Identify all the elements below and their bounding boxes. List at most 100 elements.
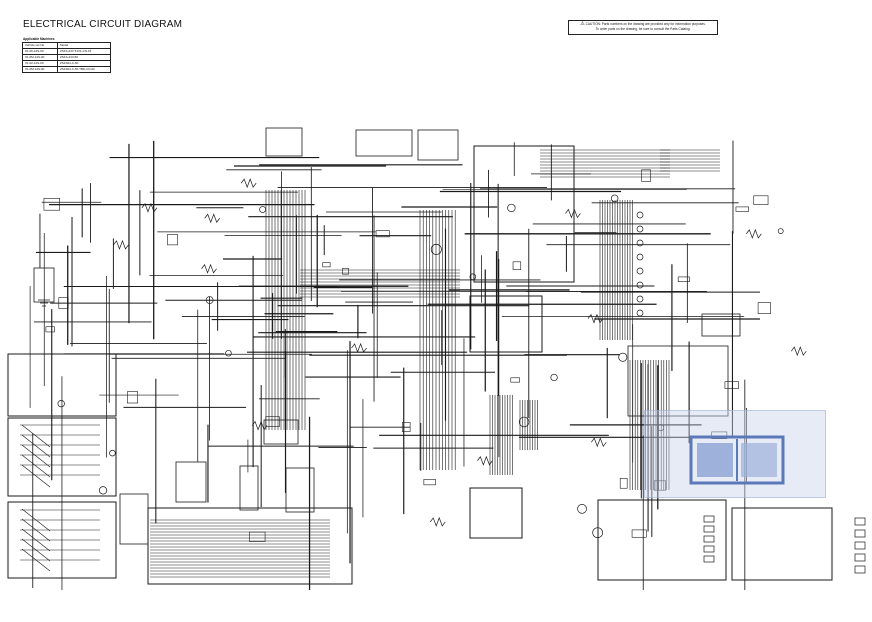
component-box — [423, 479, 436, 486]
component-box — [7, 417, 117, 497]
component-box — [375, 230, 390, 238]
component-box — [757, 302, 771, 314]
component-coil — [469, 273, 477, 281]
component-box — [265, 127, 303, 157]
component-coil — [592, 527, 604, 539]
component-connector — [703, 555, 715, 563]
component-resistor — [351, 342, 367, 353]
component-box — [641, 169, 651, 182]
component-coil — [507, 203, 516, 213]
component-resistor — [240, 178, 257, 189]
component-connector — [854, 517, 866, 526]
component-coil — [259, 206, 267, 213]
component-connector — [703, 545, 715, 553]
component-resistor — [204, 213, 221, 224]
caution-line-1: CAUTION: Parts numbers on the drawing ar… — [585, 22, 706, 26]
component-box — [701, 313, 741, 337]
component-box — [677, 276, 690, 283]
warning-triangle-icon: ⚠ — [580, 21, 585, 27]
component-resistor — [587, 313, 604, 324]
component-box — [731, 507, 833, 581]
component-coil — [225, 349, 232, 357]
component-box — [342, 268, 349, 275]
component-box — [711, 431, 728, 440]
component-box — [7, 501, 117, 579]
component-resistor — [113, 239, 129, 250]
component-box — [619, 478, 628, 489]
component-resistor — [429, 516, 446, 527]
wire — [21, 424, 51, 448]
component-coil — [777, 228, 784, 234]
component-connector — [703, 535, 715, 543]
component-coil — [57, 400, 65, 408]
wire — [21, 434, 51, 458]
component-box — [322, 262, 331, 268]
component-connector — [854, 553, 866, 562]
wire — [21, 528, 51, 552]
component-coil — [550, 373, 558, 382]
caution-line-2: To order parts on the drawing, be sure t… — [595, 26, 691, 31]
component-lamp — [636, 253, 644, 261]
applicable-models-table: Vehicle set No. Model X1.06-12S-00 ZS1S-… — [22, 42, 111, 73]
component-box — [167, 234, 178, 246]
table-cell: ZS1S04-C-50 TBD-CN-02 — [57, 66, 111, 73]
component-layer — [7, 127, 866, 585]
component-resistor — [141, 202, 158, 213]
component-coil — [618, 352, 628, 362]
component-box — [265, 416, 280, 427]
component-coil — [577, 504, 587, 514]
component-coil — [610, 194, 619, 203]
component-resistor — [746, 228, 762, 239]
component-box — [147, 507, 353, 585]
component-box — [43, 198, 60, 211]
component-box — [58, 297, 69, 309]
component-lamp — [636, 211, 644, 219]
wire — [21, 548, 51, 572]
component-box — [355, 129, 413, 157]
component-box — [285, 467, 315, 513]
component-resistor — [565, 208, 581, 219]
component-box — [401, 422, 411, 432]
wire — [21, 508, 51, 532]
component-box — [627, 345, 729, 417]
component-coil — [205, 296, 214, 304]
component-resistor — [201, 263, 217, 274]
component-lamp — [636, 239, 644, 247]
component-connector — [854, 529, 866, 538]
component-connector — [854, 541, 866, 550]
component-box — [469, 295, 543, 353]
component-box — [473, 145, 575, 283]
component-box — [263, 419, 299, 445]
watermark-logo — [644, 410, 826, 498]
component-coil — [109, 449, 116, 457]
component-resistor — [251, 420, 268, 431]
wire — [21, 454, 51, 478]
component-box — [249, 531, 266, 542]
component-box — [724, 381, 739, 389]
component-resistor — [477, 455, 493, 466]
diagram-title: ELECTRICAL CIRCUIT DIAGRAM — [23, 19, 183, 30]
component-box — [417, 129, 459, 161]
ground-symbol — [38, 299, 50, 307]
component-coil — [657, 424, 665, 432]
component-box — [631, 529, 647, 538]
component-lamp — [636, 309, 644, 317]
component-box — [469, 487, 523, 539]
component-lamp — [636, 295, 644, 303]
component-box — [33, 267, 55, 303]
component-box — [597, 499, 727, 581]
component-connector — [703, 515, 715, 523]
component-coil — [518, 416, 530, 428]
component-box — [512, 261, 522, 271]
component-lamp — [636, 225, 644, 233]
table-row: X1.0M-12S-00 ZS1S04-C-50 TBD-CN-02 — [22, 66, 111, 73]
component-connector — [703, 525, 715, 533]
component-box — [119, 493, 149, 545]
wire — [21, 538, 51, 562]
component-resistor — [590, 437, 607, 448]
wire — [21, 444, 51, 468]
component-lamp — [636, 267, 644, 275]
component-box — [239, 465, 259, 511]
applicable-machines-heading: Applicable Machines — [23, 37, 55, 41]
